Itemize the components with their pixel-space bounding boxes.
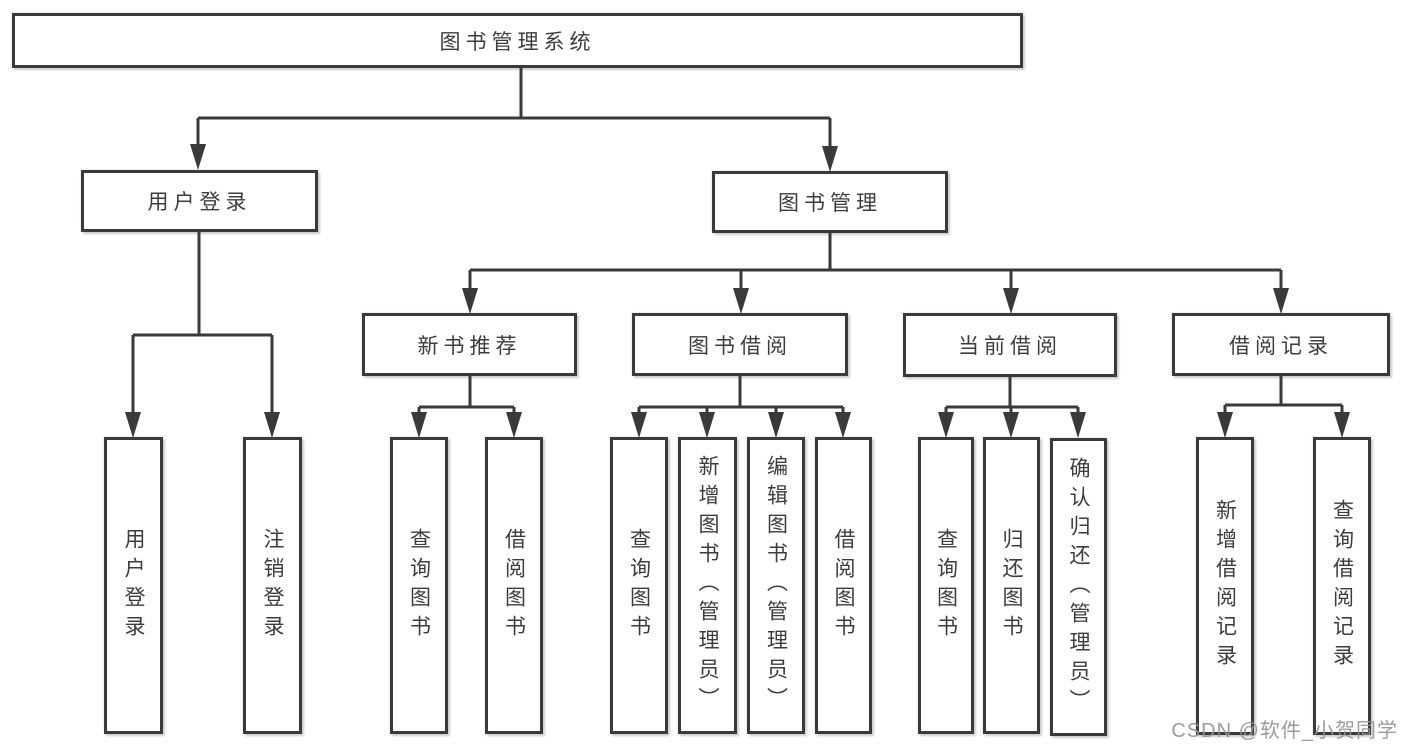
arrowhead-down-icon xyxy=(768,412,784,438)
leaf-query-books-borrow: 查询图书 xyxy=(610,437,668,734)
node-library-management-system: 图书管理系统 xyxy=(12,13,1023,68)
leaf-confirm-return-admin: 确认归还（管理员） xyxy=(1050,438,1107,736)
leaf-query-books-recommend: 查询图书 xyxy=(390,437,448,734)
arrowhead-down-icon xyxy=(264,412,280,438)
node-book-borrow: 图书借阅 xyxy=(632,313,848,376)
arrowhead-down-icon xyxy=(938,412,954,438)
arrowhead-down-icon xyxy=(1003,412,1019,438)
arrowhead-down-icon xyxy=(631,412,647,438)
leaf-edit-book-admin: 编辑图书（管理员） xyxy=(747,437,805,734)
arrowhead-down-icon xyxy=(1334,412,1350,438)
node-book-management-branch: 图书管理 xyxy=(712,171,948,233)
leaf-logout: 注销登录 xyxy=(243,437,302,734)
arrowhead-down-icon xyxy=(822,146,838,172)
leaf-user-login: 用户登录 xyxy=(104,437,163,734)
arrowhead-down-icon xyxy=(1003,288,1019,314)
leaf-return-book: 归还图书 xyxy=(983,437,1040,734)
arrowhead-down-icon xyxy=(411,412,427,438)
node-user-login-branch: 用户登录 xyxy=(81,170,318,232)
arrowhead-down-icon xyxy=(462,288,478,314)
node-current-borrow: 当前借阅 xyxy=(903,313,1117,377)
node-borrow-records: 借阅记录 xyxy=(1172,313,1390,376)
arrowhead-down-icon xyxy=(506,412,522,438)
arrowhead-down-icon xyxy=(1070,412,1086,438)
arrowhead-down-icon xyxy=(1273,288,1289,314)
arrowhead-down-icon xyxy=(125,412,141,438)
arrowhead-down-icon xyxy=(1217,412,1233,438)
leaf-add-borrow-record: 新增借阅记录 xyxy=(1196,437,1254,735)
leaf-query-books-current: 查询图书 xyxy=(918,437,974,734)
leaf-query-borrow-record: 查询借阅记录 xyxy=(1313,437,1371,735)
arrowhead-down-icon xyxy=(699,412,715,438)
csdn-watermark: CSDN @软件_小贺同学 xyxy=(1171,720,1398,742)
leaf-borrow-books: 借阅图书 xyxy=(815,437,872,734)
arrowhead-down-icon xyxy=(835,412,851,438)
arrowhead-down-icon xyxy=(190,144,206,170)
arrowhead-down-icon xyxy=(733,288,749,314)
node-new-book-recommend: 新书推荐 xyxy=(362,313,577,376)
leaf-borrow-books-recommend: 借阅图书 xyxy=(485,437,543,734)
leaf-add-book-admin: 新增图书（管理员） xyxy=(678,437,737,734)
